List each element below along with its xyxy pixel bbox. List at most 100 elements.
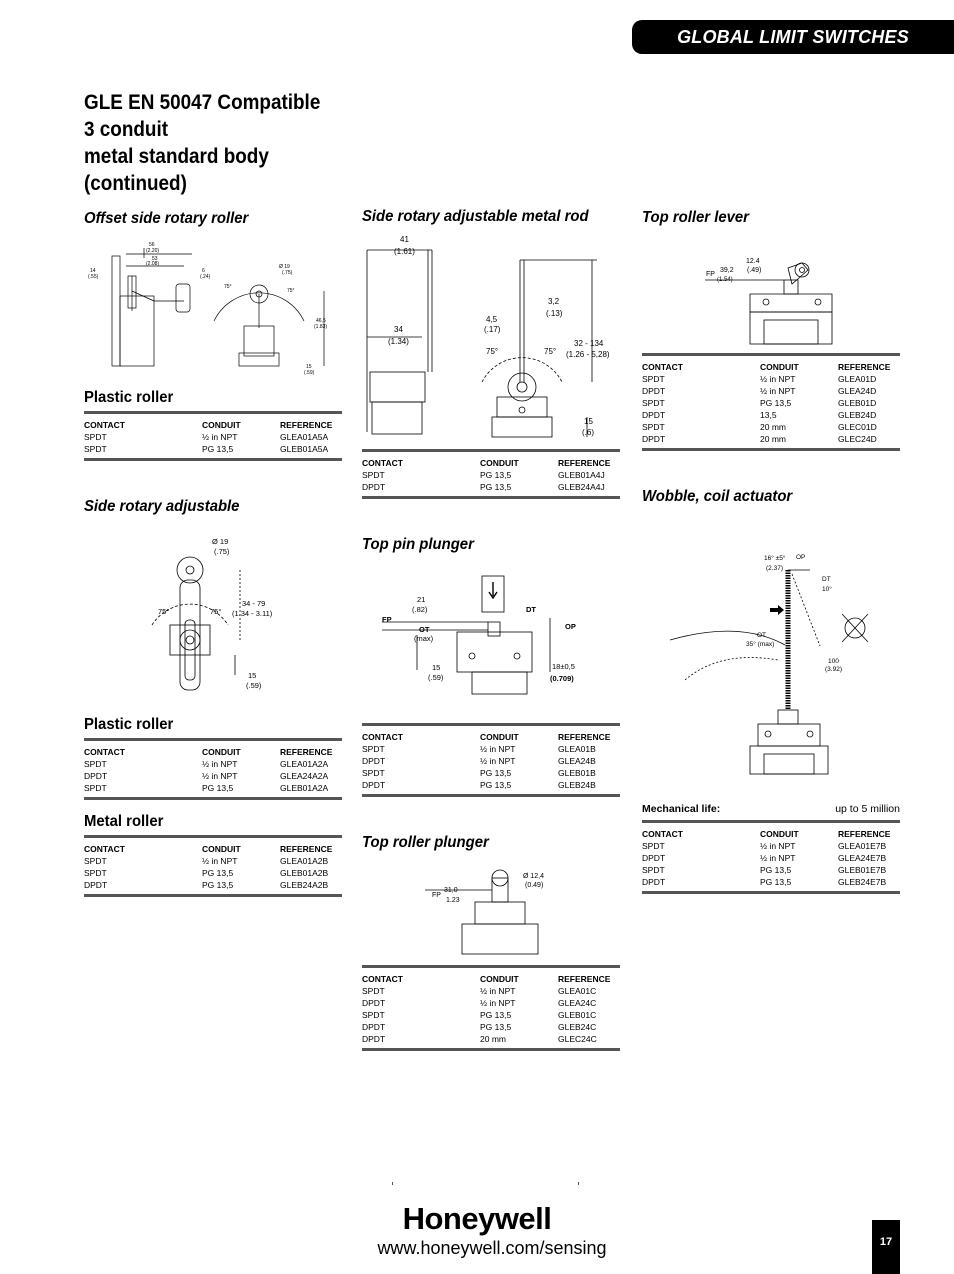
col-contact: CONTACT: [362, 732, 403, 742]
section-title-metal-rod: Side rotary adjustable metal rod: [362, 208, 589, 225]
dim-label: 4,5: [486, 315, 498, 324]
dim-label: 21: [417, 595, 425, 604]
col-conduit: CONDUIT: [480, 974, 519, 984]
dim-label: 56: [149, 242, 155, 248]
title-line: GLE EN 50047 Compatible: [84, 91, 321, 114]
dim-label: (1.26 - 5,28): [566, 350, 610, 359]
dim-label: (2.20): [146, 248, 159, 254]
cell: ½ in NPT: [760, 841, 796, 851]
cell: GLEA01A2B: [280, 856, 329, 866]
table-header: CONTACT CONDUIT REFERENCE: [362, 731, 620, 743]
cell: 20 mm: [480, 1034, 506, 1044]
subtitle-plastic-roller: Plastic roller: [84, 389, 174, 406]
cell: PG 13,5: [760, 865, 792, 875]
dim-label: 53: [152, 256, 158, 262]
cell: SPDT: [362, 768, 385, 778]
dim-label: 75°: [486, 347, 498, 356]
dim-label: (.49): [747, 267, 761, 274]
dim-label: FP: [432, 892, 441, 899]
side-adjustable-drawing: Ø 19 (.75) 75° 75° 34 - 79 (1.34 - 3.11)…: [151, 537, 273, 691]
cell: 20 mm: [760, 434, 786, 444]
dim-label: 34 - 79: [242, 599, 265, 608]
cell: PG 13,5: [480, 1010, 512, 1020]
dim-label: (0.709): [550, 674, 574, 683]
cell: DPDT: [362, 482, 386, 492]
dim-label: 75°: [158, 607, 169, 616]
subtitle-metal-roller: Metal roller: [84, 813, 164, 830]
cell: SPDT: [642, 841, 665, 851]
cell: PG 13,5: [480, 470, 512, 480]
cell: DPDT: [362, 1034, 386, 1044]
dim-label: (1.61): [394, 247, 415, 256]
dim-label: Ø 12,4: [523, 873, 544, 880]
table-header: CONTACT CONDUIT REFERENCE: [362, 973, 620, 985]
cell: PG 13,5: [480, 1022, 512, 1032]
cell: SPDT: [642, 398, 665, 408]
cell: 13,5: [760, 410, 777, 420]
dim-label: Ø 19: [212, 537, 228, 546]
cell: SPDT: [642, 422, 665, 432]
col-contact: CONTACT: [642, 362, 683, 372]
cell: ½ in NPT: [760, 374, 796, 384]
footer-url[interactable]: www.honeywell.com/sensing: [377, 1238, 607, 1258]
cell: SPDT: [84, 759, 107, 769]
section-title-side-adjustable: Side rotary adjustable: [84, 498, 240, 515]
cell: DPDT: [84, 880, 108, 890]
cell: ½ in NPT: [480, 756, 516, 766]
cell: GLEB24A4J: [558, 482, 605, 492]
table-header: CONTACT CONDUIT REFERENCE: [84, 843, 342, 855]
dim-label: OT: [419, 625, 430, 634]
cell: GLEA24C: [558, 998, 597, 1008]
dim-label: (.13): [546, 309, 563, 318]
table-header: CONTACT CONDUIT REFERENCE: [642, 361, 900, 373]
dim-label: 14: [90, 268, 96, 274]
cell: GLEA01D: [838, 374, 877, 384]
dim-label: OP: [565, 622, 576, 631]
cell: GLEC24D: [838, 434, 877, 444]
cell: SPDT: [642, 374, 665, 384]
dim-label: 18±0,5: [552, 662, 575, 671]
table-top-roller-lever: CONTACT CONDUIT REFERENCE SPDT ½ in NPT GL…: [642, 353, 900, 451]
honeywell-logo: Honeywell: [402, 1201, 552, 1236]
cell: GLEB01A5A: [280, 444, 329, 454]
dim-label: 6: [202, 268, 205, 274]
cell: GLEB01D: [838, 398, 877, 408]
section-title-wobble: Wobble, coil actuator: [642, 488, 793, 505]
cell: SPDT: [84, 868, 107, 878]
cell: DPDT: [84, 771, 108, 781]
cell: SPDT: [362, 1010, 385, 1020]
cell: SPDT: [84, 432, 107, 442]
dim-label: 75°: [544, 347, 556, 356]
section-banner: GLOBAL LIMIT SWITCHES: [632, 20, 954, 54]
wobble-drawing: 16° ±5° (2.37) OP DT 10° OT 35° (max) 10…: [669, 554, 869, 775]
top-roller-lever-drawing: FP 39,2 (1.54) 12.4 (.49): [705, 258, 833, 345]
col-contact: CONTACT: [84, 844, 125, 854]
cell: GLEA01A2A: [280, 759, 329, 769]
arrow-right-icon: [770, 605, 784, 615]
section-title-top-roller-plunger: Top roller plunger: [362, 834, 489, 851]
cell: DPDT: [362, 998, 386, 1008]
dim-label: 39,2: [720, 267, 734, 274]
cell: PG 13,5: [480, 768, 512, 778]
col-reference: REFERENCE: [558, 732, 611, 742]
cell: PG 13,5: [202, 783, 234, 793]
cell: GLEB24E7B: [838, 877, 887, 887]
